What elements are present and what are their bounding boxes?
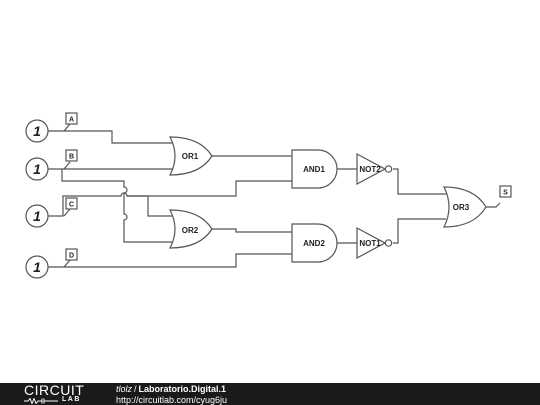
gate-not2[interactable]: NOT2 [356,152,393,186]
tick-a [63,123,71,132]
source-d-value: 1 [33,259,41,275]
gate-not2-label: NOT2 [359,165,381,174]
label-d-text: D [69,253,74,260]
gate-or2[interactable]: OR2 [169,209,213,249]
tick-b [63,161,71,170]
label-c-text: C [69,202,74,209]
source-c-value: 1 [33,208,41,224]
username-link[interactable]: tlolz [116,384,133,394]
resistor-icon [24,398,58,404]
tick-d [63,259,71,268]
source-b-value: 1 [33,161,41,177]
project-byline: tlolz/Laboratorio.Digital.1 [116,384,226,394]
source-a[interactable]: 1 [25,119,49,143]
tick-c [63,208,71,217]
source-a-value: 1 [33,123,41,139]
wire-or2-and2 [210,228,292,233]
gate-or1-label: OR1 [182,152,199,161]
wire-or3-s [484,202,501,208]
project-title[interactable]: Laboratorio.Digital.1 [138,384,227,394]
wire-b-or2 [61,169,172,243]
gate-not1[interactable]: NOT1 [356,226,393,260]
gate-and2[interactable]: AND2 [291,223,338,263]
gate-or2-label: OR2 [182,226,199,235]
wire-not1-or3 [393,218,446,244]
project-url[interactable]: http://circuitlab.com/cyug6ju [116,395,228,405]
wire-c-and1 [127,180,292,197]
output-label-text: S [503,190,508,197]
label-box-b: B [65,149,78,162]
label-box-a: A [65,112,78,125]
logo-lab-text: LAB [62,396,81,403]
gate-and1-label: AND1 [303,165,325,174]
wires [48,123,501,268]
schematic-diagram: 1 1 1 1 A B C D [25,112,512,279]
gate-or1[interactable]: OR1 [169,136,213,176]
logo-circuit-text: CIRCUIT [24,382,85,398]
byline-separator: / [134,384,137,394]
output-label-box: S [499,185,512,198]
label-box-c: C [65,197,78,210]
label-b-text: B [69,154,74,161]
source-c[interactable]: 1 [25,204,49,228]
gate-and1[interactable]: AND1 [291,149,338,189]
label-box-d: D [65,248,78,261]
wire-not2-or3 [393,168,446,195]
source-d[interactable]: 1 [25,255,49,279]
gate-not1-label: NOT1 [359,239,381,248]
footer-bar: CIRCUIT LAB tlolz/Laboratorio.Digital.1 … [0,383,540,405]
source-b[interactable]: 1 [25,157,49,181]
gate-or3[interactable]: OR3 [443,186,487,228]
gate-or3-label: OR3 [453,203,470,212]
gate-and2-label: AND2 [303,239,325,248]
wire-a-or1 [48,130,172,144]
label-a-text: A [69,117,74,124]
wire-d-and2 [48,253,292,268]
